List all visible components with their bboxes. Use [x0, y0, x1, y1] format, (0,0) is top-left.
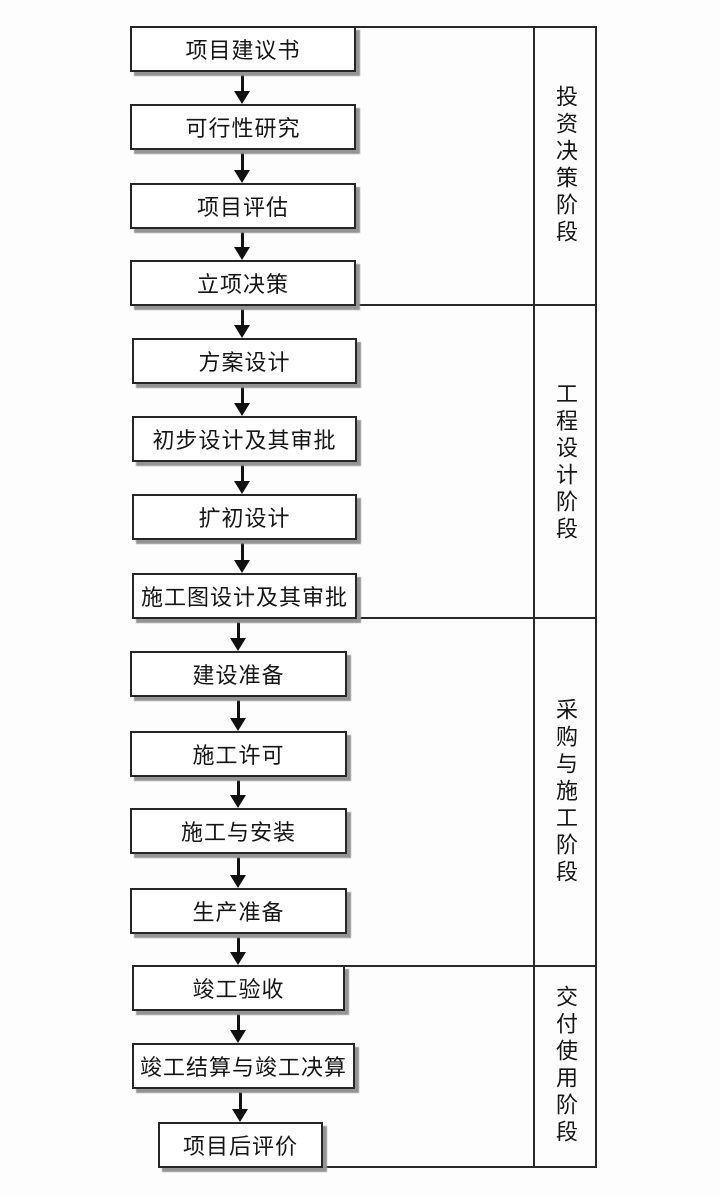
- node-production-preparation: 生产准备: [130, 888, 347, 934]
- node-construction-permit: 施工许可: [130, 731, 347, 777]
- node-construction-preparation: 建设准备: [130, 651, 347, 697]
- flow-arrow: [234, 540, 250, 573]
- arrow-head-icon: [230, 1030, 246, 1043]
- flow-arrow: [230, 934, 246, 965]
- arrow-stem: [236, 777, 240, 795]
- arrow-stem: [240, 306, 244, 325]
- node-scheme-design: 方案设计: [132, 338, 357, 384]
- arrow-head-icon: [230, 718, 246, 731]
- arrow-head-icon: [230, 638, 246, 651]
- node-construction-installation: 施工与安装: [130, 808, 347, 854]
- stage-column-left-line: [533, 26, 535, 1168]
- flow-arrow: [230, 697, 246, 731]
- stage-delivery-use: 交付使用阶段: [533, 965, 597, 1166]
- arrow-stem: [238, 1089, 242, 1109]
- flow-arrow: [230, 777, 246, 808]
- stage-engineering-design: 工程设计阶段: [533, 306, 597, 619]
- flow-arrow: [230, 619, 246, 651]
- arrow-stem: [240, 384, 244, 403]
- stage-label: 投资决策阶段: [553, 85, 578, 247]
- flow-arrow: [232, 1089, 248, 1122]
- node-project-proposal: 项目建议书: [130, 26, 356, 72]
- arrow-stem: [236, 619, 240, 638]
- stage-column-right-line: [595, 26, 597, 1168]
- arrow-head-icon: [230, 795, 246, 808]
- arrow-stem: [240, 229, 244, 247]
- stage-boundary-line-top: [352, 26, 597, 28]
- arrow-stem: [236, 697, 240, 718]
- flow-arrow: [234, 462, 250, 494]
- node-preliminary-design-approval: 初步设计及其审批: [132, 416, 357, 462]
- flow-arrow: [234, 72, 250, 104]
- arrow-head-icon: [234, 91, 250, 104]
- arrow-stem: [240, 72, 244, 91]
- stage-procurement-construction: 采购与施工阶段: [533, 619, 597, 965]
- node-construction-drawing-approval: 施工图设计及其审批: [132, 573, 357, 619]
- flow-arrow: [234, 306, 250, 338]
- stage-boundary-line-1: [352, 304, 597, 306]
- node-feasibility-study: 可行性研究: [130, 104, 356, 150]
- arrow-head-icon: [230, 875, 246, 888]
- flow-arrow: [234, 229, 250, 260]
- arrow-head-icon: [234, 325, 250, 338]
- node-approval-decision: 立项决策: [130, 260, 356, 306]
- arrow-stem: [236, 1011, 240, 1030]
- arrow-head-icon: [232, 1109, 248, 1122]
- node-post-project-evaluation: 项目后评价: [158, 1122, 323, 1168]
- flow-arrow: [234, 384, 250, 416]
- arrow-stem: [240, 540, 244, 560]
- arrow-stem: [236, 934, 240, 952]
- flow-arrow: [230, 854, 246, 888]
- node-project-evaluation: 项目评估: [130, 183, 356, 229]
- stage-boundary-line-3: [343, 965, 597, 967]
- node-expanded-preliminary-design: 扩初设计: [132, 494, 357, 540]
- stage-label: 采购与施工阶段: [553, 697, 578, 887]
- stage-label: 工程设计阶段: [553, 381, 578, 544]
- arrow-head-icon: [230, 952, 246, 965]
- arrow-head-icon: [234, 560, 250, 573]
- arrow-stem: [236, 854, 240, 875]
- arrow-stem: [240, 462, 244, 481]
- stage-boundary-line-2: [353, 617, 597, 619]
- node-completion-settlement: 竣工结算与竣工决算: [132, 1043, 355, 1089]
- stage-investment-decision: 投资决策阶段: [533, 26, 597, 306]
- arrow-stem: [240, 150, 244, 170]
- arrow-head-icon: [234, 403, 250, 416]
- arrow-head-icon: [234, 247, 250, 260]
- arrow-head-icon: [234, 170, 250, 183]
- stage-label: 交付使用阶段: [553, 984, 578, 1147]
- flow-arrow: [230, 1011, 246, 1043]
- arrow-head-icon: [234, 481, 250, 494]
- stage-boundary-line-bottom: [321, 1166, 597, 1168]
- node-completion-acceptance: 竣工验收: [132, 965, 345, 1011]
- flow-arrow: [234, 150, 250, 183]
